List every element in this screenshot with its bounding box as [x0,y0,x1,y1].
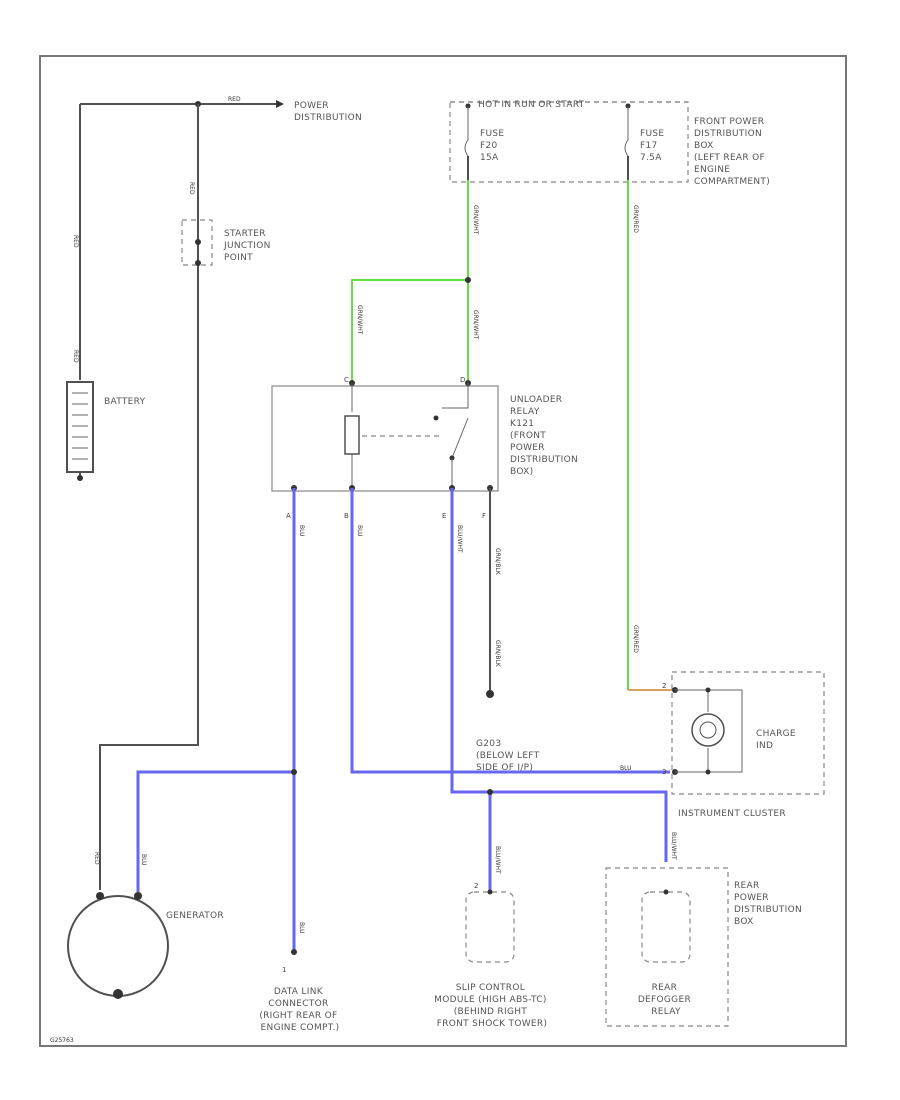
svg-text:C: C [344,376,349,384]
unloader-relay [271,380,499,492]
generator-label: GENERATOR [166,911,224,921]
svg-text:GRN/WHT: GRN/WHT [472,205,479,235]
svg-text:3: 3 [662,768,666,776]
front-power-distribution-box [449,101,689,183]
svg-text:BLU: BLU [140,854,147,866]
battery-icon [66,381,94,481]
ignition-wires: GRN/WHT GRN/WHT GRN/WHT GRN/RED GRN/RED [351,180,672,691]
svg-text:BLU/WHT: BLU/WHT [670,832,677,860]
svg-text:E: E [442,512,446,520]
svg-text:GRN/BLK: GRN/BLK [494,640,501,668]
svg-text:BLU/WHT: BLU/WHT [456,525,463,553]
battery-label: BATTERY [104,397,146,407]
wire-label-red-2: RED [72,235,79,248]
hot-in-run-label: HOT IN RUN OR START [478,100,585,110]
svg-text:GRN/WHT: GRN/WHT [472,310,479,340]
wire-label-red-top: RED [228,96,241,103]
unloader-relay-label: UNLOADER RELAY K121 (FRONT POWER DISTRIB… [510,395,581,477]
svg-text:BLU: BLU [620,765,632,772]
svg-text:BLU: BLU [356,525,363,537]
slip-control-module [465,889,515,963]
diagram-frame [39,55,847,1047]
instrument-cluster [671,671,825,795]
wire-label-red-1: RED [188,182,195,195]
fuse-f17-label: FUSE F17 7.5A [640,129,668,163]
svg-text:BLU/WHT: BLU/WHT [494,846,501,874]
fuse-f20-label: FUSE F20 15A [480,129,508,163]
charge-ind-label: CHARGE IND [756,729,799,751]
starter-junction [181,219,213,266]
svg-text:BLU: BLU [298,525,305,537]
rear-power-distribution-box [605,867,729,1027]
rear-pdb-label: REAR POWER DISTRIBUTION BOX [734,881,805,927]
generator-icon [67,892,169,999]
power-distribution-label: POWER DISTRIBUTION [294,101,362,123]
svg-text:GRN/RED: GRN/RED [632,205,639,233]
slip-control-module-label: SLIP CONTROL MODULE (HIGH ABS-TC) (BEHIN… [434,983,550,1029]
starter-junction-label: STARTER JUNCTION POINT [223,229,274,263]
svg-text:GRN/BLK: GRN/BLK [494,548,501,576]
svg-text:1: 1 [282,966,286,974]
svg-text:A: A [286,512,291,520]
svg-text:D: D [460,376,465,384]
svg-text:GRN/RED: GRN/RED [632,625,639,653]
relay-ground-wire: GRN/BLK GRN/BLK [486,488,501,698]
wire-label-red-4: RED [93,852,100,865]
rear-defogger-relay-label: REAR DEFOGGER RELAY [638,983,694,1017]
svg-text:B: B [344,512,349,520]
front-pdb-label: FRONT POWER DISTRIBUTION BOX (LEFT REAR … [694,117,770,187]
signal-wires: BLU BLU BLU/WHT BLU BLU BLU/WHT BLU/WHT … [136,488,677,955]
svg-text:F: F [482,512,486,520]
data-link-connector-label: DATA LINK CONNECTOR (RIGHT REAR OF ENGIN… [259,987,340,1033]
wire-label-red-3: RED [72,350,79,363]
svg-text:GRN/WHT: GRN/WHT [356,305,363,335]
svg-text:BLU: BLU [298,922,305,934]
power-feed: RED RED RED RED RED [72,96,284,890]
figure-id: G25763 [50,1037,74,1044]
charge-indicator-lamp-icon [691,713,725,747]
svg-text:2: 2 [662,682,666,690]
instrument-cluster-label: INSTRUMENT CLUSTER [678,809,786,819]
svg-text:2: 2 [474,882,478,890]
ground-g203-label: G203 (BELOW LEFT SIDE OF I/P) [476,739,543,773]
